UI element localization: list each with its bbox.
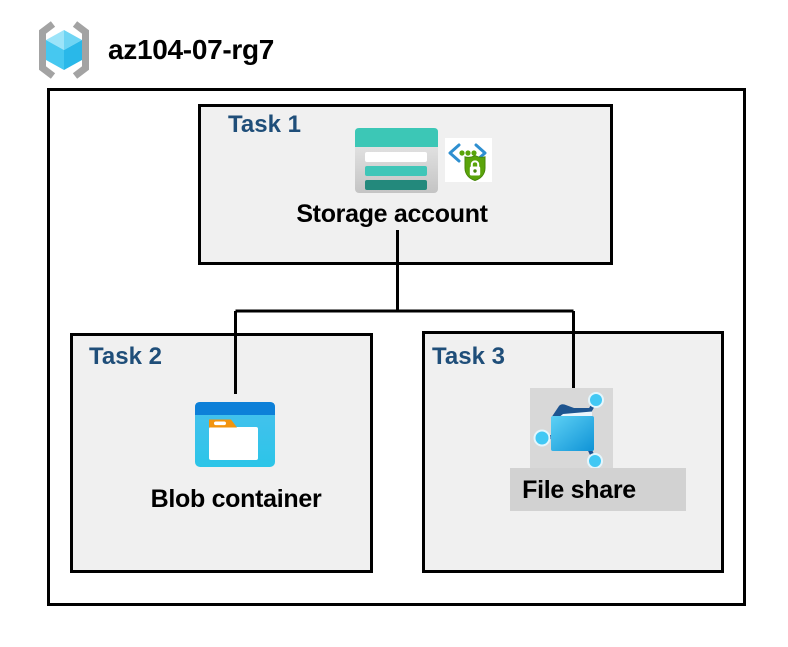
blob-container-label: Blob container	[150, 485, 322, 513]
secure-access-icon	[445, 138, 492, 182]
file-share-label-band	[510, 468, 686, 511]
task3-label: Task 3	[432, 343, 505, 370]
file-share-label: File share	[522, 476, 636, 504]
task1-label: Task 1	[228, 111, 301, 138]
storage-account-label: Storage account	[296, 200, 488, 228]
task2-label: Task 2	[89, 343, 162, 370]
storage-account-icon	[355, 128, 438, 193]
resource-group-icon	[39, 21, 89, 79]
resource-group-title: az104-07-rg7	[108, 34, 275, 65]
task2-box: Task 2	[70, 333, 373, 573]
blob-container-icon	[195, 402, 275, 467]
file-share-icon	[530, 388, 613, 468]
